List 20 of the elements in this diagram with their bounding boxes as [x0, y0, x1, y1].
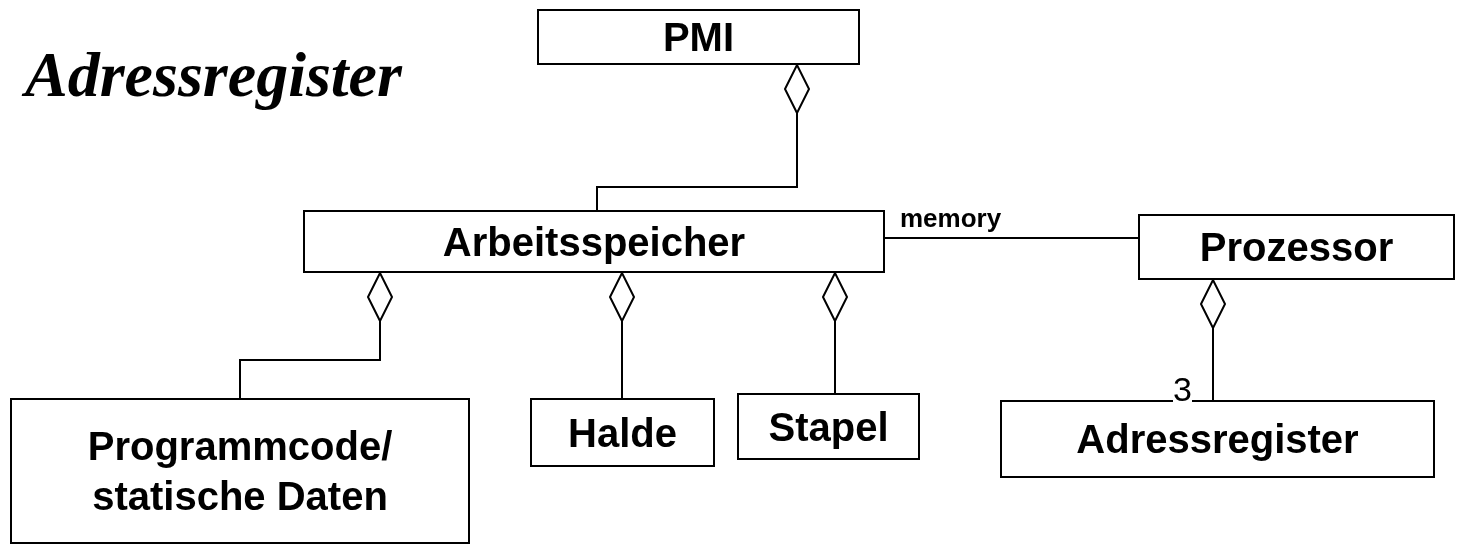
class-name: Adressregister — [1076, 416, 1359, 463]
aggregation-line — [1200, 279, 1226, 401]
class-name: PMI — [662, 14, 735, 61]
aggregation-line — [822, 272, 848, 394]
aggregation-line — [609, 272, 635, 399]
class-box — [530, 398, 715, 467]
class-box — [1138, 214, 1455, 280]
class-box — [303, 210, 885, 273]
class-box — [10, 398, 470, 544]
class-box — [1000, 400, 1435, 478]
class-name: Arbeitsspeicher — [442, 218, 746, 266]
aggregation-line — [596, 64, 810, 211]
class-box — [737, 393, 920, 460]
class-name: Prozessor — [1199, 224, 1394, 271]
class-box — [537, 9, 860, 65]
class-name: Programmcode/ statische Daten — [86, 423, 394, 520]
class-name: Halde — [568, 409, 677, 457]
aggregation-line — [239, 272, 393, 399]
association-line — [884, 237, 1139, 239]
class-name: Stapel — [768, 403, 889, 451]
